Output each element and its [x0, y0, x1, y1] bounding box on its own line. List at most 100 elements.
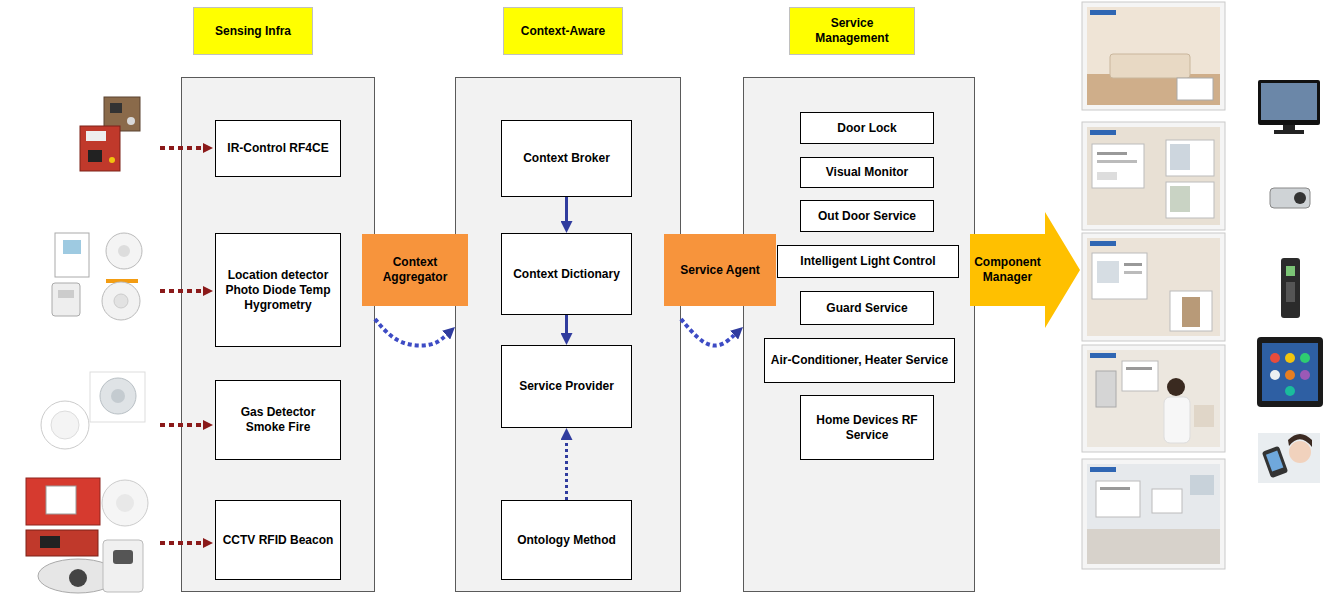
screen-thumbnail — [1090, 353, 1116, 358]
screen-thumbnail — [1097, 172, 1117, 180]
cctv-rfid-photo — [69, 569, 87, 587]
screen-thumbnail — [1082, 233, 1225, 341]
node-label: Context Aggregator — [367, 255, 463, 285]
screen-thumbnail — [1100, 487, 1130, 490]
process-box: IR-Control RF4CE — [215, 120, 341, 177]
mobile-phone-photo — [1258, 433, 1320, 483]
screen-thumbnail — [1087, 74, 1220, 105]
panel-region: Service ManagementDoor LockVisual Monito… — [743, 77, 975, 592]
screen-thumbnail — [1152, 489, 1182, 513]
node-label: Context Broker — [523, 151, 610, 166]
node-label: Service Agent — [680, 263, 760, 278]
screen-thumbnail — [1182, 297, 1200, 327]
process-box: Out Door Service — [800, 200, 934, 232]
sensor-arrow — [160, 289, 203, 293]
node-label: Home Devices RF Service — [806, 413, 928, 443]
connector — [565, 197, 568, 221]
ir-rf-board-photo — [127, 117, 135, 125]
wall-pad-device — [1270, 370, 1280, 380]
process-box: Visual Monitor — [800, 157, 934, 188]
projector-device — [1270, 188, 1310, 208]
tv-device — [1283, 125, 1295, 130]
sensor-arrow — [160, 146, 203, 150]
screen-thumbnail — [1126, 367, 1152, 370]
screen-thumbnail — [1092, 253, 1147, 299]
wall-pad-device — [1262, 343, 1318, 401]
screen-thumbnail — [1082, 122, 1225, 230]
agent-box: Context Aggregator — [362, 234, 468, 306]
arrow-shape: Component Manager — [970, 212, 1080, 328]
sensor-arrow — [160, 423, 203, 427]
node-label: Air-Conditioner, Heater Service — [771, 353, 948, 368]
screen-thumbnail — [1082, 122, 1225, 230]
screen-thumbnail — [1082, 2, 1225, 110]
screen-thumbnail — [1190, 475, 1214, 495]
location-sensor-photo — [114, 294, 128, 308]
screen-thumbnail — [1122, 361, 1158, 391]
node-label: Visual Monitor — [826, 165, 908, 180]
connector — [565, 440, 568, 500]
cctv-rfid-photo — [102, 480, 148, 526]
arrow-outline — [970, 212, 1080, 328]
panel-heading: Context-Aware — [521, 24, 605, 39]
wall-pad-device — [1285, 386, 1295, 396]
process-box: Context Broker — [501, 120, 632, 197]
tv-device — [1261, 83, 1317, 120]
screen-thumbnail — [1087, 350, 1220, 447]
screen-thumbnail — [1164, 397, 1190, 443]
node-label: IR-Control RF4CE — [227, 141, 328, 156]
agent-box: Service Agent — [664, 234, 776, 306]
screen-thumbnail — [1082, 2, 1225, 110]
screen-thumbnail — [1170, 144, 1190, 170]
process-box: Home Devices RF Service — [800, 395, 934, 460]
screen-thumbnail — [1090, 241, 1116, 246]
smoke-detector-photo — [90, 372, 145, 422]
smoke-detector-photo — [51, 411, 79, 439]
door-lock-device — [1281, 258, 1300, 318]
smoke-detector-photo — [41, 372, 145, 449]
node-label: Service Provider — [519, 379, 614, 394]
screen-thumbnail — [1124, 271, 1142, 274]
cctv-rfid-photo — [103, 540, 143, 592]
location-sensor-photo — [52, 233, 142, 320]
cctv-rfid-photo — [26, 530, 98, 556]
screen-thumbnail — [1087, 127, 1220, 225]
cctv-rfid-photo — [26, 478, 148, 593]
mobile-phone-photo — [1288, 434, 1312, 447]
cctv-rfid-photo — [26, 478, 100, 525]
screen-thumbnail — [1097, 261, 1119, 283]
node-label: Ontology Method — [517, 533, 616, 548]
location-sensor-photo — [102, 282, 140, 320]
wall-pad-device — [1257, 337, 1323, 407]
screen-thumbnail — [1082, 233, 1225, 341]
node-label: Guard Service — [826, 301, 907, 316]
ir-rf-board-photo — [80, 126, 120, 171]
screen-thumbnail — [1090, 130, 1116, 135]
node-label: Intelligent Light Control — [800, 254, 935, 269]
ir-rf-board-photo — [80, 97, 140, 171]
node-label: Component Manager — [972, 255, 1043, 285]
screen-thumbnail — [1082, 459, 1225, 569]
ir-rf-board-photo — [110, 103, 122, 113]
screen-thumbnail — [1124, 263, 1142, 266]
ir-rf-board-photo — [109, 157, 115, 163]
screen-thumbnail — [1082, 345, 1225, 452]
projector-device — [1270, 188, 1310, 208]
tv-device — [1274, 130, 1304, 134]
screen-thumbnail — [1082, 345, 1225, 452]
screen-thumbnail — [1087, 238, 1220, 336]
projector-device — [1294, 192, 1306, 204]
screen-thumbnail — [1194, 405, 1214, 427]
location-sensor-photo — [118, 245, 130, 257]
screen-thumbnail — [1082, 459, 1225, 569]
wall-pad-device — [1285, 370, 1295, 380]
connector — [681, 319, 734, 345]
screen-thumbnail — [1087, 7, 1220, 105]
door-lock-device — [1286, 282, 1295, 302]
process-box: Location detector Photo Diode Temp Hygro… — [215, 233, 341, 347]
wall-pad-device — [1300, 370, 1310, 380]
process-box: Service Provider — [501, 345, 632, 428]
cctv-rfid-photo — [46, 486, 76, 514]
smoke-detector-photo — [100, 378, 136, 414]
